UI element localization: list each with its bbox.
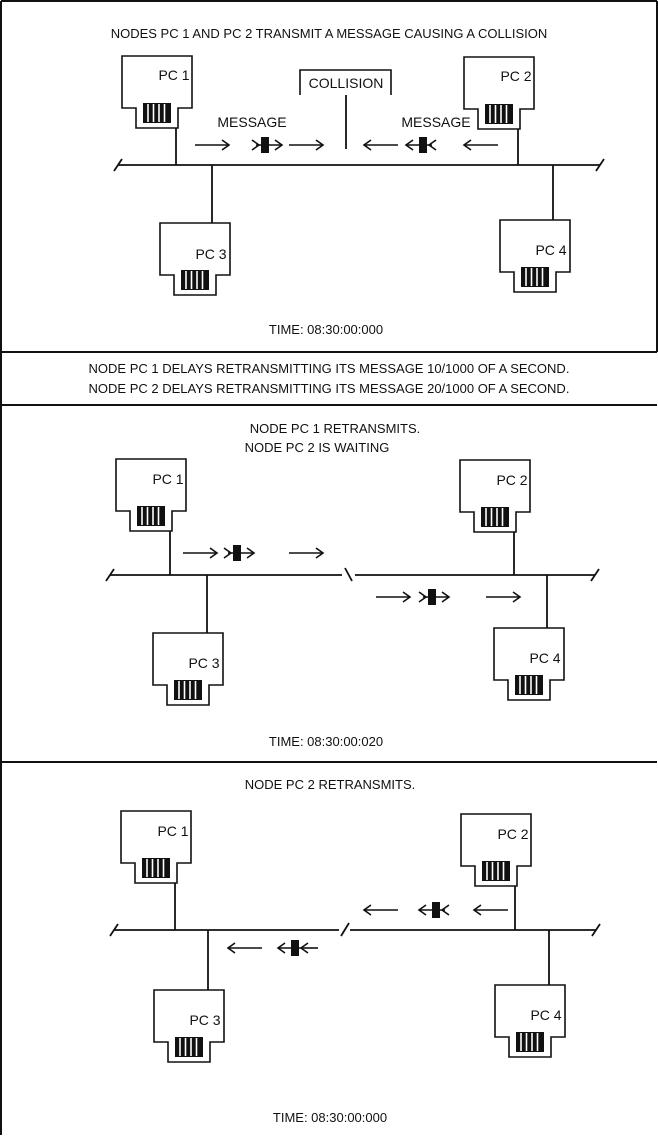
message-label-right: MESSAGE (401, 114, 470, 130)
panel-2-line-2: NODE PC 2 DELAYS RETRANSMITTING ITS MESS… (89, 381, 570, 396)
pc-2-label: PC 2 (496, 472, 527, 488)
panel-2-line-1: NODE PC 1 DELAYS RETRANSMITTING ITS MESS… (89, 361, 570, 376)
pc-1-node: PC 1 (115, 458, 187, 532)
pc-2-node: PC 2 (460, 813, 532, 887)
pc-2-node: PC 2 (463, 56, 535, 130)
message-flow-right (182, 544, 324, 562)
pc-4-label: PC 4 (530, 1007, 561, 1023)
message-flow-left (363, 136, 499, 154)
panel-1-caption: NODES PC 1 AND PC 2 TRANSMIT A MESSAGE C… (111, 26, 548, 41)
pc-4-node: PC 4 (494, 984, 566, 1058)
message-label-left: MESSAGE (217, 114, 286, 130)
pc-1-node: PC 1 (121, 55, 193, 129)
panel-3-time: TIME: 08:30:00:020 (269, 734, 383, 749)
panel-3-caption-1: NODE PC 1 RETRANSMITS. (250, 421, 420, 436)
pc-4-label: PC 4 (535, 242, 566, 258)
pc-3-node: PC 3 (152, 632, 224, 706)
message-flow-right (194, 136, 324, 154)
panel-4-time: TIME: 08:30:00:000 (273, 1110, 387, 1125)
pc-4-node: PC 4 (499, 219, 571, 293)
message-flow-right-beyond (375, 588, 521, 606)
pc-1-node: PC 1 (120, 810, 192, 884)
pc-2-label: PC 2 (497, 826, 528, 842)
panel-1-collision: NODES PC 1 AND PC 2 TRANSMIT A MESSAGE C… (111, 26, 605, 337)
pc-3-label: PC 3 (188, 655, 219, 671)
panel-3-caption-2: NODE PC 2 IS WAITING (245, 440, 390, 455)
network-bus (105, 528, 600, 633)
message-flow-left (363, 901, 509, 919)
panel-4-caption: NODE PC 2 RETRANSMITS. (245, 777, 415, 792)
panel-4-pc2-retransmits: NODE PC 2 RETRANSMITS. PC 1 PC 2 PC 3 (109, 777, 601, 1125)
panel-1-time: TIME: 08:30:00:000 (269, 322, 383, 337)
pc-4-node: PC 4 (493, 627, 565, 701)
pc-1-label: PC 1 (158, 67, 189, 83)
message-flow-left-beyond (227, 939, 318, 957)
pc-3-node: PC 3 (159, 222, 231, 296)
pc-1-label: PC 1 (152, 471, 183, 487)
pc-3-label: PC 3 (189, 1012, 220, 1028)
panel-3-pc1-retransmits: NODE PC 1 RETRANSMITS. NODE PC 2 IS WAIT… (105, 421, 600, 749)
pc-3-node: PC 3 (153, 989, 225, 1063)
collision-label: COLLISION (309, 75, 384, 91)
pc-2-node: PC 2 (459, 459, 531, 533)
network-bus (113, 95, 605, 223)
pc-3-label: PC 3 (195, 246, 226, 262)
pc-2-label: PC 2 (500, 68, 531, 84)
pc-1-label: PC 1 (157, 823, 188, 839)
panel-2-delay: NODE PC 1 DELAYS RETRANSMITTING ITS MESS… (89, 361, 570, 396)
collision-box: COLLISION (299, 69, 392, 95)
network-bus (109, 880, 601, 990)
pc-4-label: PC 4 (529, 650, 560, 666)
